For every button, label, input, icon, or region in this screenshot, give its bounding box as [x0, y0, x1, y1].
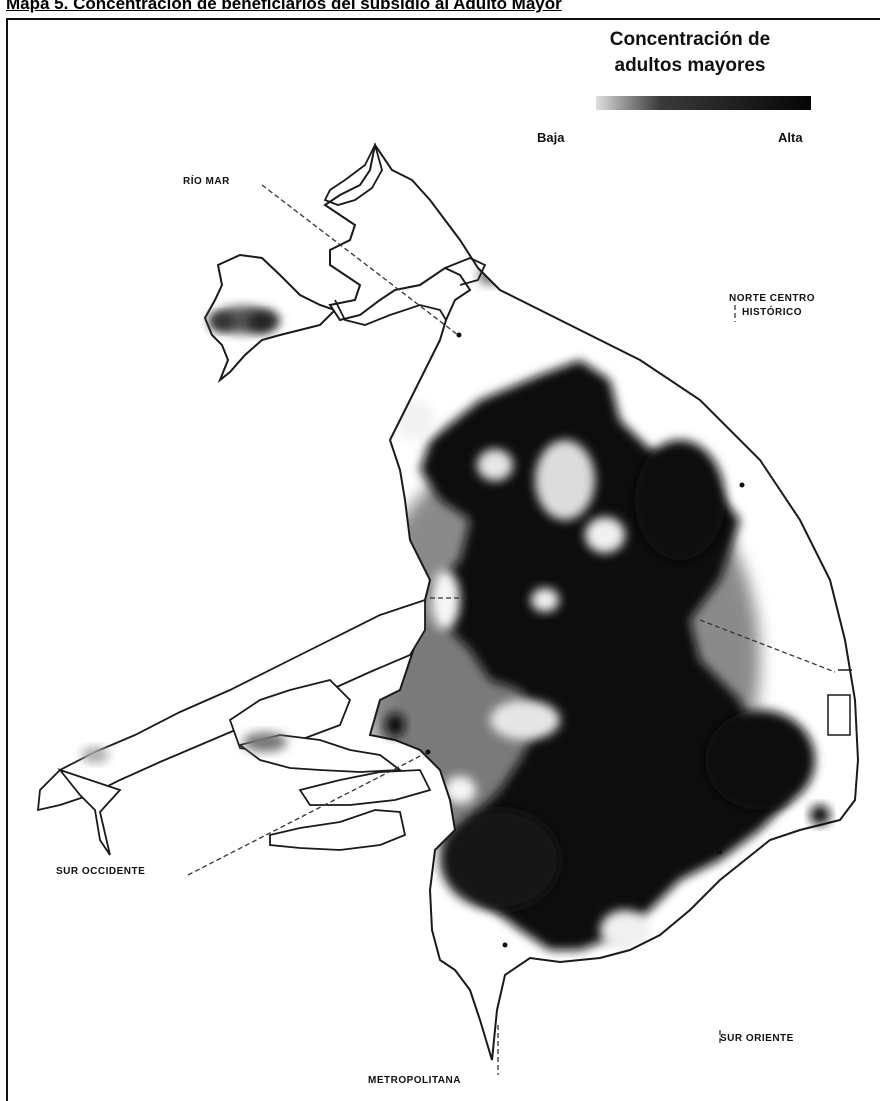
legend-low-label: Baja — [537, 130, 565, 145]
northwest-island — [203, 253, 337, 384]
zone-label-rio-mar: RÍO MAR — [183, 176, 230, 187]
legend-gradient-bar — [596, 96, 811, 110]
northern-spit — [323, 142, 487, 326]
medium-spot — [243, 732, 287, 752]
legend-high-label: Alta — [778, 130, 803, 145]
zone-points — [425, 332, 745, 948]
zone-lines — [187, 184, 836, 1075]
legend-title-line2: adultos mayores — [614, 55, 766, 76]
east-pier — [827, 669, 852, 736]
city-body — [323, 142, 860, 1061]
zone-label-norte-centro: NORTE CENTRO — [729, 293, 815, 304]
legend-title-line1: Concentración de — [609, 29, 771, 50]
zone-label-sur-occidente: SUR OCCIDENTE — [56, 866, 146, 877]
low-spot — [81, 747, 109, 763]
density-overlay — [360, 265, 815, 950]
legend — [596, 96, 811, 110]
map-caption: Mapa 5. Concentración de beneficiarios d… — [6, 0, 562, 13]
zone-label-sur-oriente: SUR ORIENTE — [720, 1033, 794, 1044]
zone-label-norte-centro-2: HISTÓRICO — [742, 307, 803, 318]
zone-label-metropolitana: METROPOLITANA — [368, 1075, 461, 1086]
dense-spot — [385, 713, 405, 737]
dense-spot-east — [810, 805, 830, 825]
